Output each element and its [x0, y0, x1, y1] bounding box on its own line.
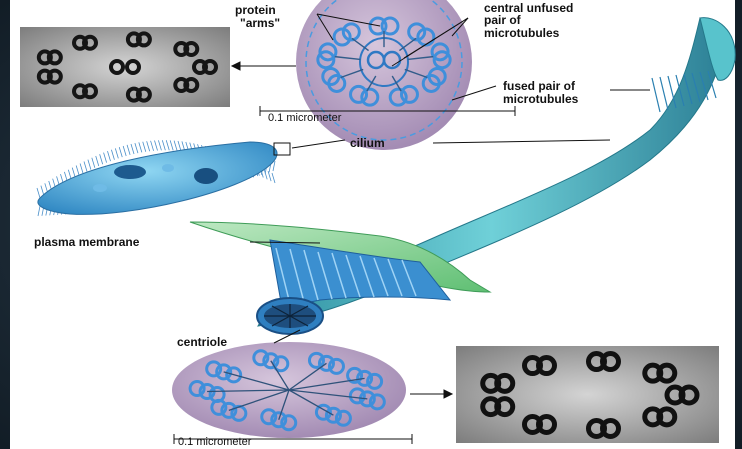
label-centriole: centriole: [177, 336, 227, 348]
cilium-hair: [80, 163, 83, 173]
cilium-hair: [38, 206, 40, 216]
em-micrograph-top: [20, 27, 230, 107]
cilium-hair: [37, 188, 40, 198]
cilium-hair: [111, 150, 114, 160]
cilium-hair: [170, 140, 173, 150]
cilium-hair: [174, 141, 177, 151]
cilium-hair: [88, 160, 91, 170]
cilium-hair: [76, 166, 79, 176]
cilium-hair: [166, 140, 169, 150]
arrow-to-em-bottom: [410, 390, 452, 398]
cilium-hair: [162, 140, 165, 150]
cilium-hair: [72, 168, 75, 178]
cilium-hair: [104, 153, 107, 163]
label-plasma-membrane: plasma membrane: [34, 236, 139, 248]
cilium-hair: [92, 158, 95, 168]
centriole-cross-section: [172, 333, 406, 448]
cilium-hair: [123, 146, 126, 156]
cilium-hair: [158, 140, 161, 150]
cilium-hair: [96, 156, 99, 166]
cilium-hair: [268, 171, 271, 181]
cilium-hair: [151, 141, 154, 151]
label-fused-line2: microtubules: [503, 93, 578, 105]
label-scale-bottom: 0.1 micrometer: [178, 437, 251, 448]
cilium-hair: [139, 142, 142, 152]
arrow-to-em-top: [232, 62, 296, 70]
cilium-hair: [178, 141, 181, 151]
em-micrograph-bottom: [456, 346, 719, 443]
label-protein-arms-line2: "arms": [240, 17, 280, 29]
label-cilium: cilium: [350, 137, 385, 149]
label-protein-arms-line1: protein: [235, 4, 276, 16]
cilium-hair: [115, 148, 118, 158]
cilium-hair: [135, 143, 138, 153]
cilium-hair: [131, 144, 134, 154]
label-central-line2: pair of: [484, 14, 521, 26]
cilium-hair: [155, 141, 158, 151]
label-fused-line1: fused pair of: [503, 80, 575, 92]
cilium-hair: [119, 147, 122, 157]
paramecium-cell: [37, 140, 290, 216]
label-scale-top: 0.1 micrometer: [268, 113, 341, 124]
label-central-line3: microtubules: [484, 27, 559, 39]
centriole-end: [257, 298, 323, 334]
cilium-hair: [108, 151, 111, 161]
cilium-hair: [84, 161, 87, 171]
cilium-hair: [127, 145, 130, 155]
cilium-hair: [100, 154, 103, 164]
cilium-hair: [272, 173, 275, 183]
cilium-hair: [147, 141, 150, 151]
cilium-hair: [143, 142, 146, 152]
